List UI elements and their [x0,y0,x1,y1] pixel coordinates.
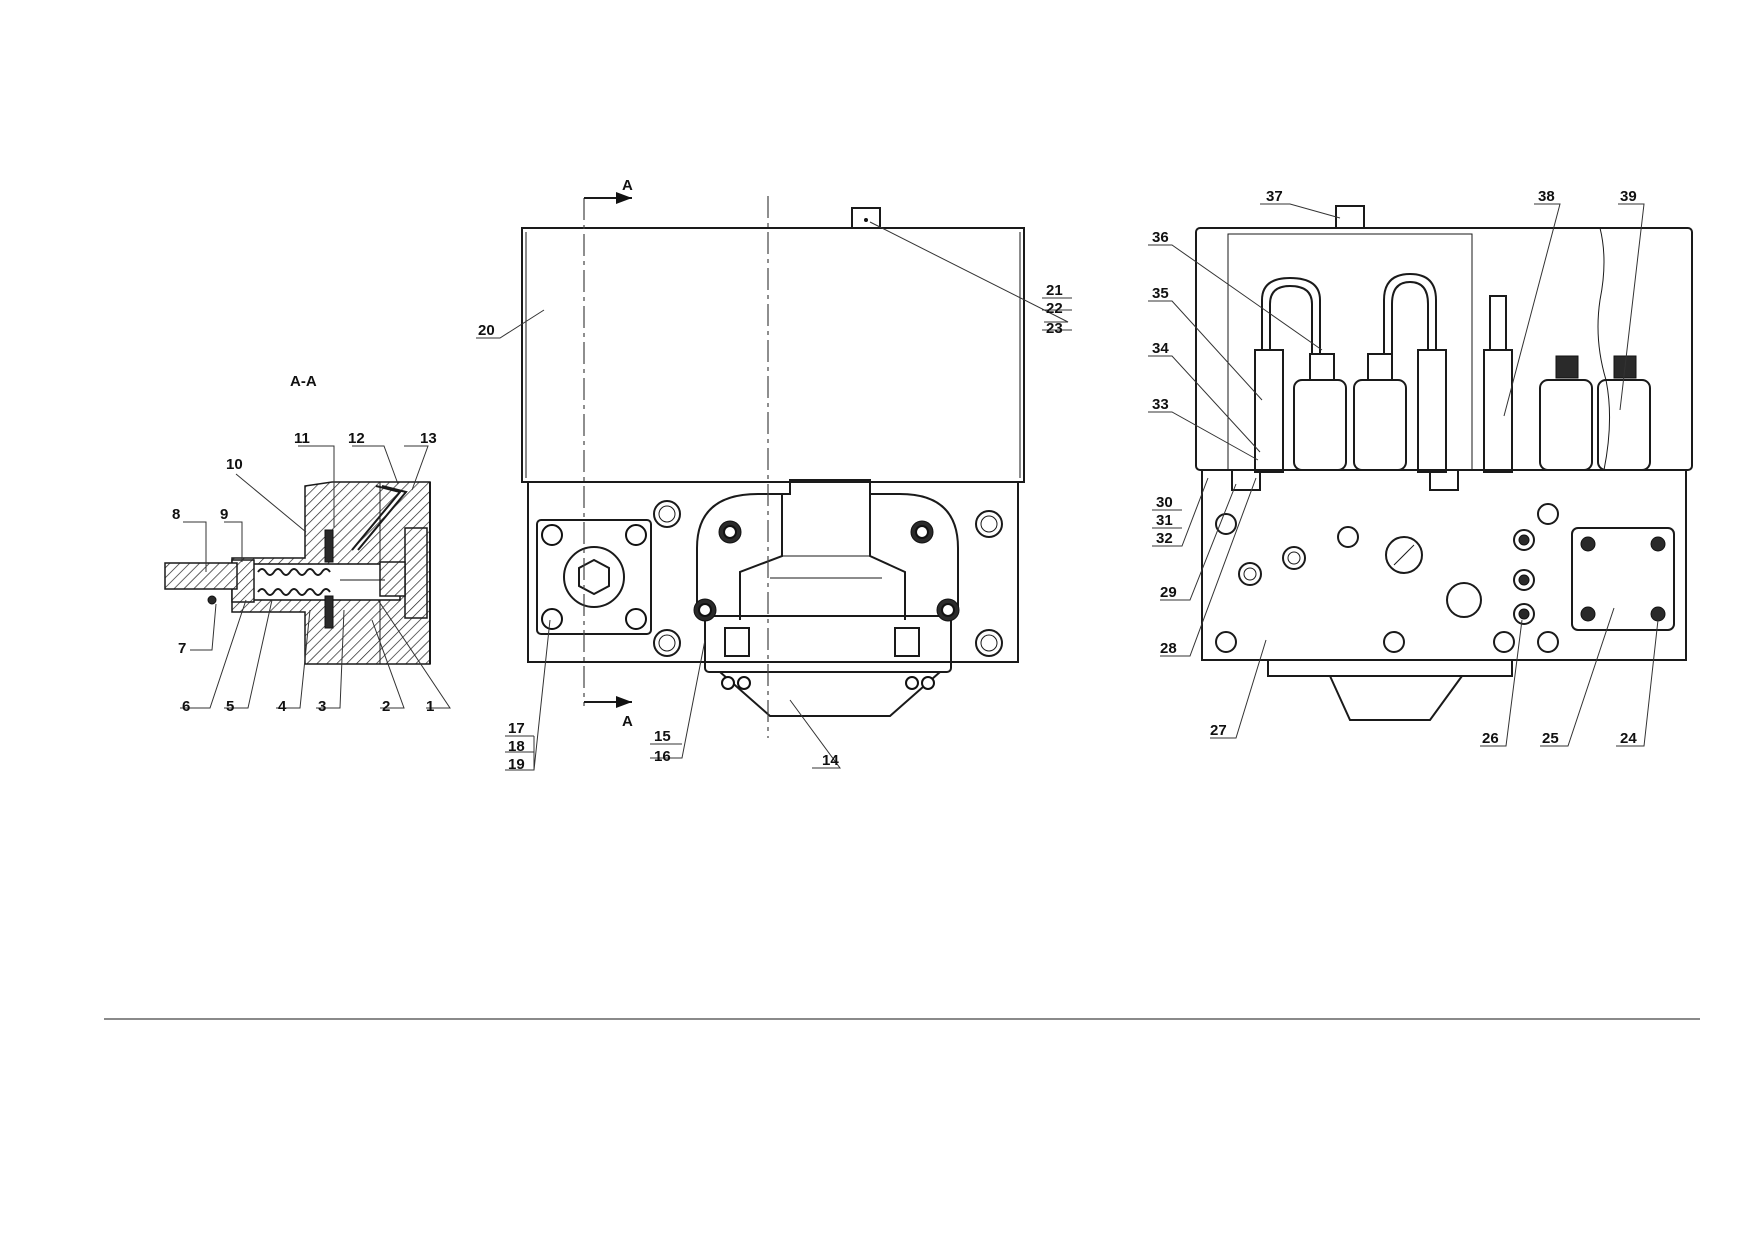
callout-25: 25 [1542,730,1559,747]
callout-9: 9 [220,506,228,523]
manifold-block-rear [1201,469,1687,661]
callout-3: 3 [318,698,326,715]
callout-20: 20 [478,322,495,339]
callout-39: 39 [1620,188,1637,205]
spring [257,568,331,596]
callout-1: 1 [426,698,434,715]
callout-18: 18 [508,738,525,755]
callout-23: 23 [1046,320,1063,337]
leader-lines [180,203,1659,771]
callout-15: 15 [654,728,671,745]
callout-31: 31 [1156,512,1173,529]
callout-4: 4 [278,698,287,715]
valve-group [1254,272,1651,473]
callout-10: 10 [226,456,243,473]
callout-19: 19 [508,756,525,773]
callout-labels: 1 2 3 4 5 6 7 8 9 10 11 12 13 14 15 16 1… [172,188,1637,773]
rear-view [1195,205,1693,721]
manifold-block [527,481,1019,663]
tank [521,227,1025,483]
callout-35: 35 [1152,285,1169,302]
section-title: A-A [290,373,317,390]
callout-13: 13 [420,430,437,447]
callout-6: 6 [182,698,190,715]
callout-28: 28 [1160,640,1177,657]
callout-26: 26 [1482,730,1499,747]
callout-34: 34 [1152,340,1169,357]
callout-29: 29 [1160,584,1177,601]
callout-27: 27 [1210,722,1227,739]
callout-16: 16 [654,748,671,765]
callout-22: 22 [1046,300,1063,317]
callout-32: 32 [1156,530,1173,547]
callout-30: 30 [1156,494,1173,511]
callout-12: 12 [348,430,365,447]
callout-5: 5 [226,698,234,715]
callout-8: 8 [172,506,180,523]
section-mark-top: A [622,177,633,194]
callout-36: 36 [1152,229,1169,246]
callout-24: 24 [1620,730,1637,747]
section-mark-bottom: A [622,713,633,730]
callout-7: 7 [178,640,186,657]
callout-2: 2 [382,698,390,715]
callout-33: 33 [1152,396,1169,413]
callout-37: 37 [1266,188,1283,205]
section-view-a-a: A-A [164,373,431,665]
callout-14: 14 [822,752,839,769]
callout-21: 21 [1046,282,1063,299]
front-view: A A [521,177,1025,738]
callout-11: 11 [294,430,310,447]
callout-17: 17 [508,720,525,737]
callout-38: 38 [1538,188,1555,205]
